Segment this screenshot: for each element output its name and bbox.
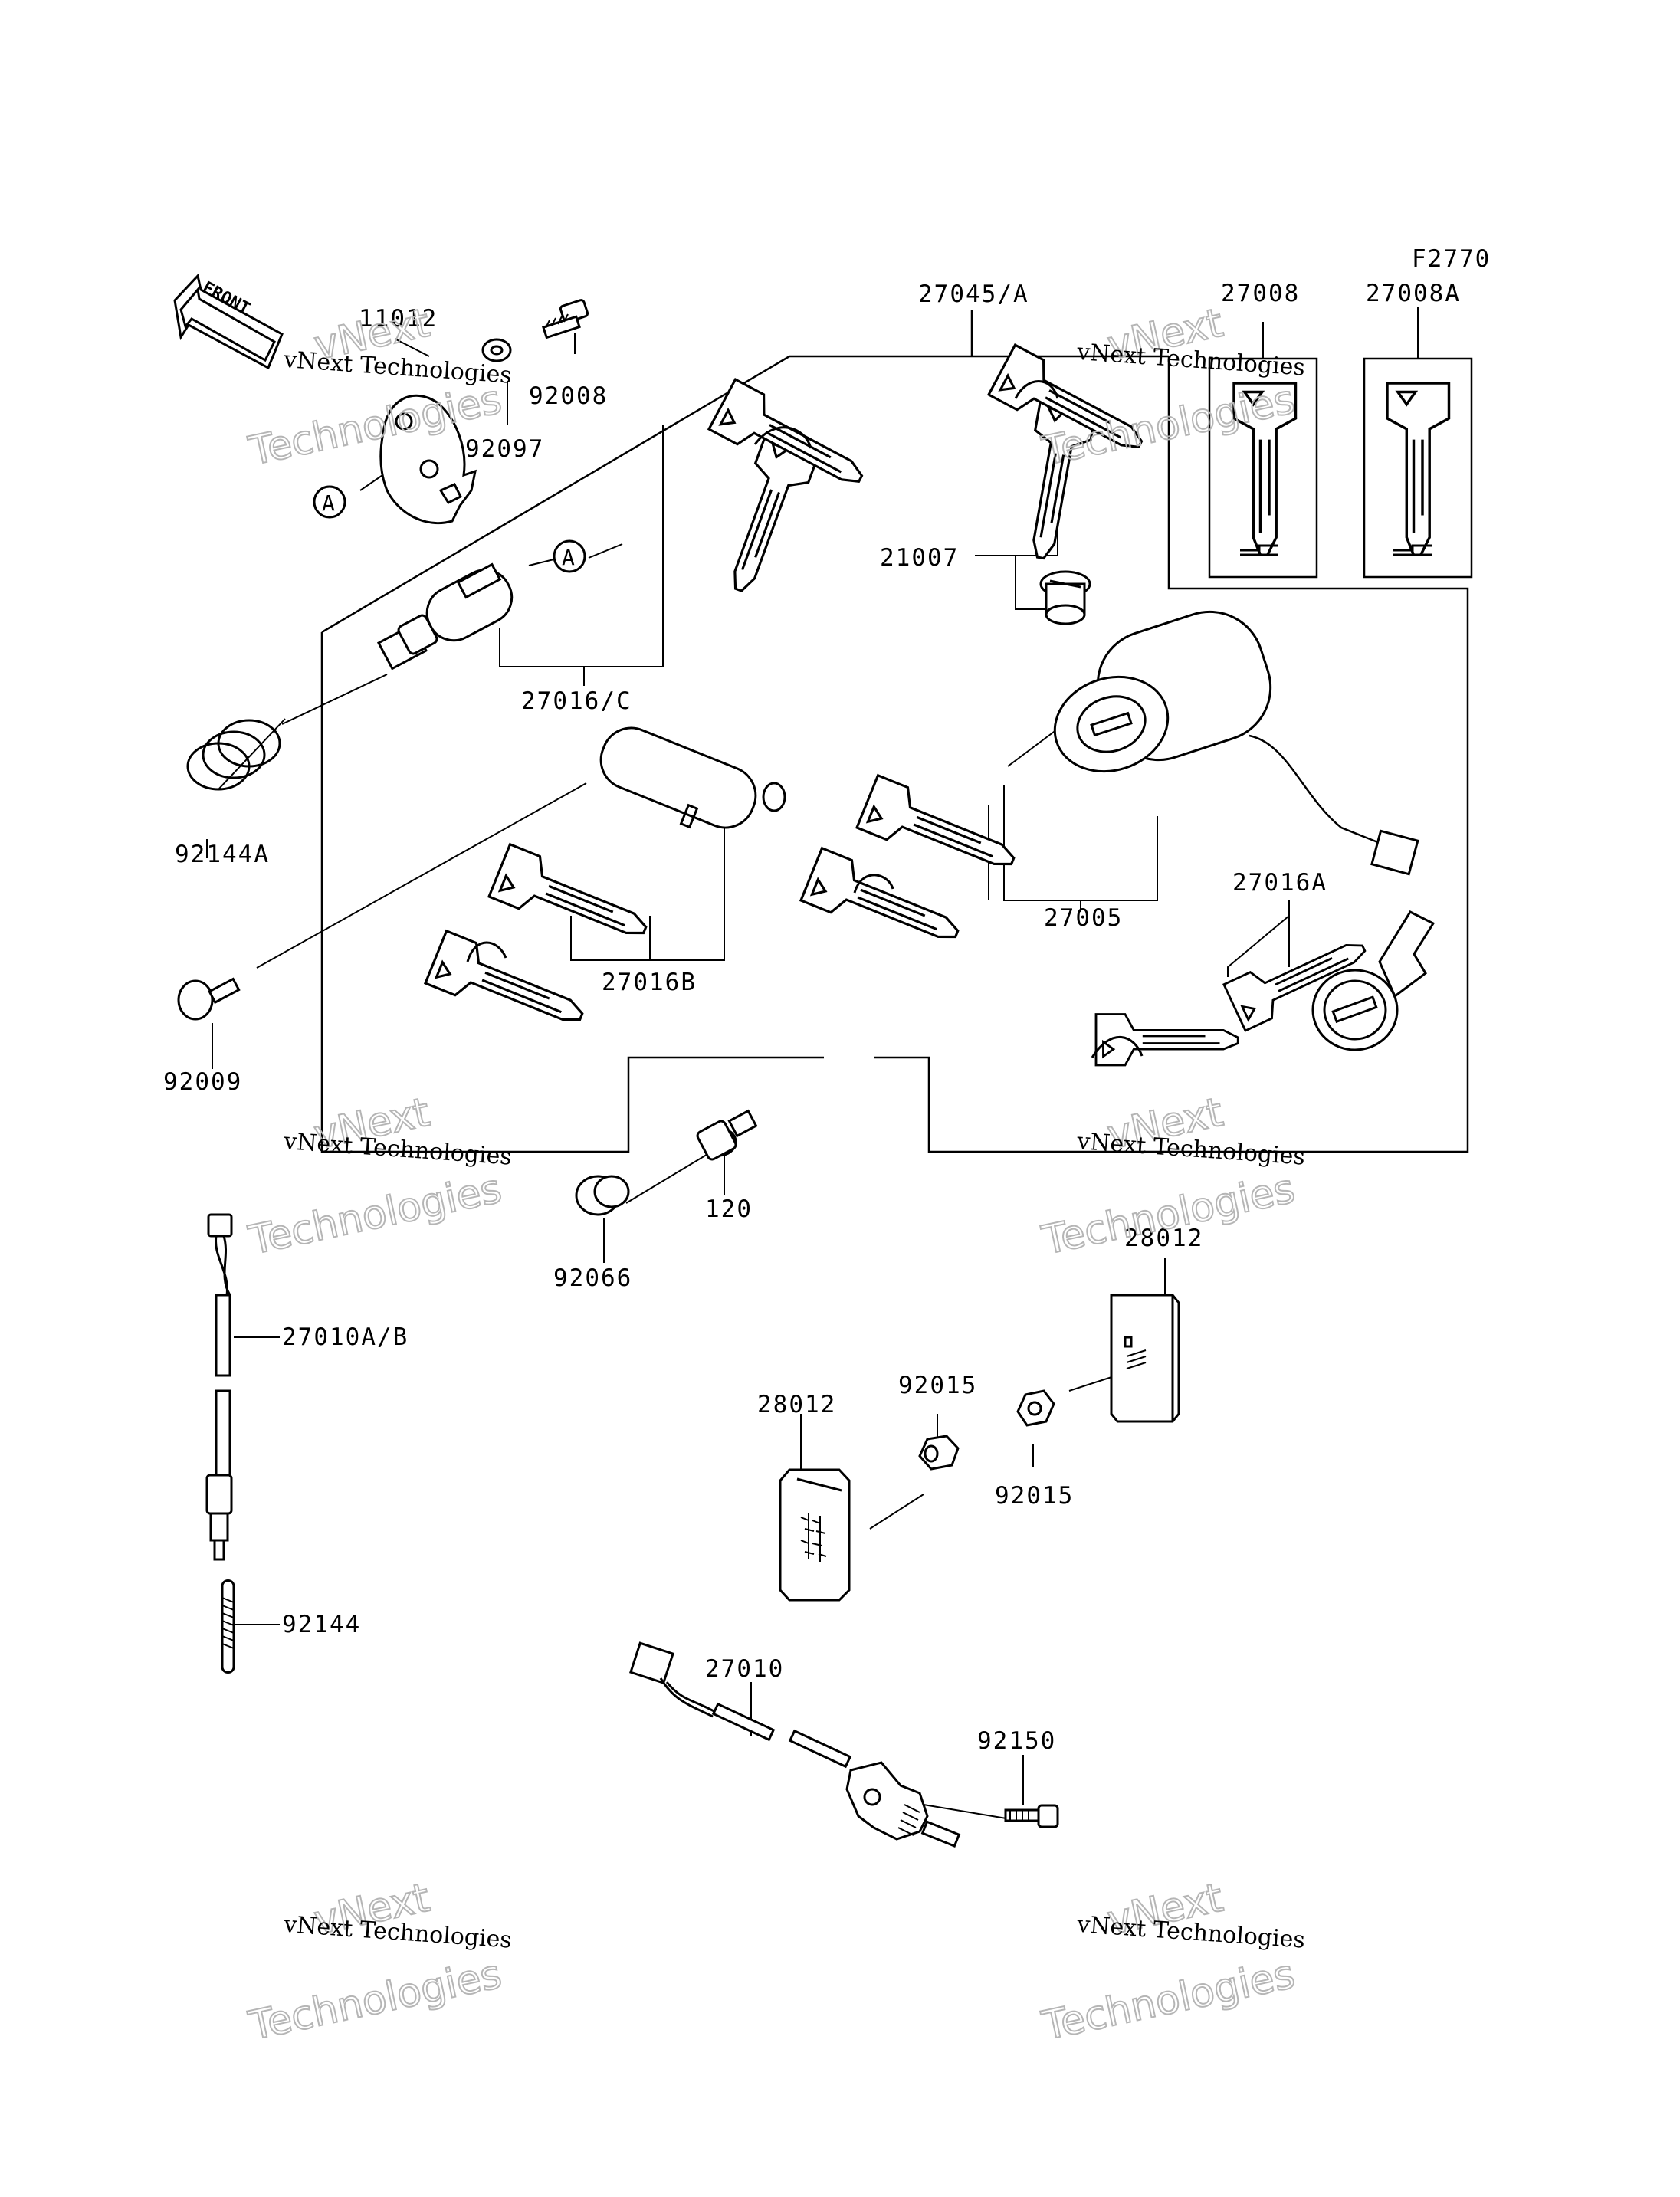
cap-21007 — [1039, 570, 1091, 625]
label-92144a: 92144A — [175, 841, 270, 868]
screw-92009 — [177, 977, 241, 1021]
ref-marker-a-left: A — [313, 485, 346, 519]
label-92066: 92066 — [553, 1264, 632, 1292]
label-92150: 92150 — [977, 1727, 1056, 1755]
watermark-mid-left: vNext Technologies vNext Technologies — [244, 1089, 513, 1265]
assembly-bracket-lines — [320, 310, 1469, 1153]
svg-text:Technologies: Technologies — [1038, 1951, 1298, 2049]
nut-92015-top — [1016, 1389, 1055, 1427]
label-27005: 27005 — [1044, 904, 1123, 932]
part-labels: F2770 11012 92008 92097 27045/A 27008 27… — [163, 245, 1491, 1755]
cap-lock-27016a — [1311, 910, 1436, 1051]
pad-28012-bottom — [779, 1468, 851, 1602]
ref-marker-a-center: A — [553, 539, 586, 573]
label-92008: 92008 — [529, 382, 608, 410]
label-27016a: 27016A — [1232, 869, 1327, 897]
spring-92144 — [221, 1579, 235, 1674]
svg-text:A: A — [322, 490, 335, 516]
label-92009: 92009 — [163, 1068, 242, 1096]
key-card-27008 — [1208, 357, 1318, 579]
code-label: F2770 — [1412, 245, 1491, 273]
seat-lock-27016b — [599, 726, 786, 829]
bolt-92008 — [542, 299, 589, 339]
cover-plate-11012 — [379, 394, 477, 525]
label-27008a: 27008A — [1366, 280, 1461, 307]
label-11012: 11012 — [359, 305, 438, 333]
key-set-27045a — [987, 343, 1155, 564]
spring-92144a — [186, 719, 281, 791]
svg-text:Technologies: Technologies — [244, 1166, 505, 1264]
key-set-27016c — [707, 378, 875, 602]
watermark-bottom-right: vNext Technologies vNext Technologies — [1037, 1874, 1306, 2051]
switch-27010 — [629, 1641, 961, 1848]
svg-text:Technologies: Technologies — [244, 1951, 505, 2049]
label-27016b: 27016B — [602, 969, 697, 996]
key-card-27008a — [1363, 357, 1473, 579]
lock-cylinder-27016c — [376, 562, 514, 671]
watermark-bottom-left: vNext Technologies vNext Technologies — [244, 1874, 513, 2051]
label-28012-bottom: 28012 — [757, 1391, 836, 1418]
key-set-27016a — [1091, 923, 1376, 1067]
front-arrow-icon: FRONT — [173, 273, 284, 370]
label-27008: 27008 — [1221, 280, 1300, 307]
label-27010: 27010 — [705, 1655, 784, 1683]
label-27010ab: 27010A/B — [282, 1323, 409, 1351]
svg-text:A: A — [562, 545, 575, 570]
label-28012-top: 28012 — [1124, 1225, 1203, 1252]
nut-92015-bottom — [918, 1435, 960, 1471]
label-120: 120 — [705, 1195, 753, 1223]
label-92015-top: 92015 — [898, 1372, 977, 1399]
watermarks: vNext Technologies vNext Technologies vN… — [244, 300, 1306, 2051]
ignition-switch-27005 — [1053, 610, 1419, 876]
key-set-27016b — [424, 843, 657, 1044]
cap-92066 — [575, 1175, 630, 1216]
switch-27010ab — [205, 1213, 233, 1561]
label-21007: 21007 — [880, 544, 959, 572]
pad-28012-top — [1110, 1294, 1180, 1423]
label-92097: 92097 — [465, 435, 544, 463]
label-27045a: 27045/A — [918, 280, 1029, 308]
label-27016c: 27016/C — [521, 687, 632, 715]
bolt-92150 — [1004, 1804, 1059, 1828]
bushing-120 — [696, 1109, 758, 1161]
label-92144: 92144 — [282, 1611, 361, 1638]
label-92015-bottom: 92015 — [995, 1482, 1074, 1510]
washer-92097 — [481, 338, 512, 362]
key-set-27005 — [799, 774, 1025, 961]
